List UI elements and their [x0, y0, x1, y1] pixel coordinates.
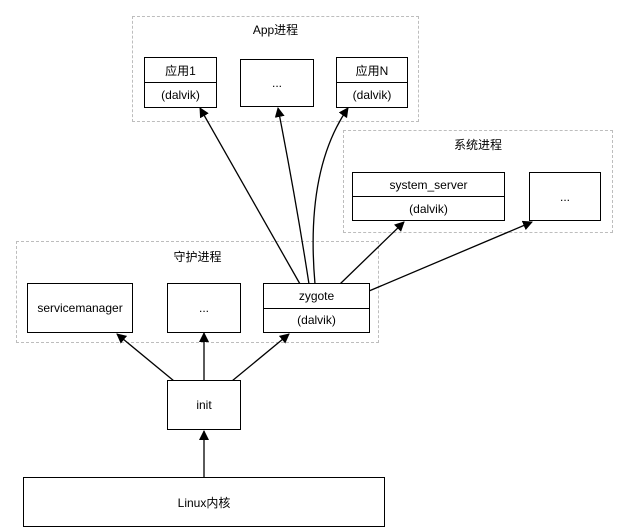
node-linux-kernel[interactable]: Linux内核	[23, 477, 385, 527]
node-zygote-sub: (dalvik)	[264, 307, 369, 333]
node-app1-sub: (dalvik)	[145, 82, 216, 107]
node-init-label: init	[196, 398, 212, 412]
node-appN-sub: (dalvik)	[337, 82, 407, 107]
node-daemon-more[interactable]: ...	[167, 283, 241, 333]
node-system-server[interactable]: system_server (dalvik)	[352, 172, 505, 221]
node-servicemanager-label: servicemanager	[37, 301, 123, 315]
node-servicemanager[interactable]: servicemanager	[27, 283, 133, 333]
group-app-title: App进程	[252, 23, 299, 37]
node-system-server-label: system_server	[389, 177, 468, 192]
node-appN[interactable]: 应用N (dalvik)	[336, 57, 408, 108]
node-init[interactable]: init	[167, 380, 241, 430]
node-zygote[interactable]: zygote (dalvik)	[263, 283, 370, 333]
node-app-more-label: ...	[271, 76, 282, 90]
node-system-server-sub: (dalvik)	[353, 196, 504, 220]
node-zygote-label: zygote	[298, 288, 335, 303]
group-daemon-title: 守护进程	[173, 250, 222, 264]
node-linux-kernel-label: Linux内核	[177, 495, 231, 510]
node-app1[interactable]: 应用1 (dalvik)	[144, 57, 217, 108]
group-system-title: 系统进程	[453, 138, 502, 152]
node-appN-label: 应用N	[355, 63, 389, 78]
node-daemon-more-label: ...	[198, 301, 209, 315]
node-system-more-label: ...	[559, 189, 570, 204]
node-app1-label: 应用1	[165, 63, 196, 78]
node-system-more[interactable]: ...	[529, 172, 601, 221]
node-app-more[interactable]: ...	[240, 59, 314, 107]
